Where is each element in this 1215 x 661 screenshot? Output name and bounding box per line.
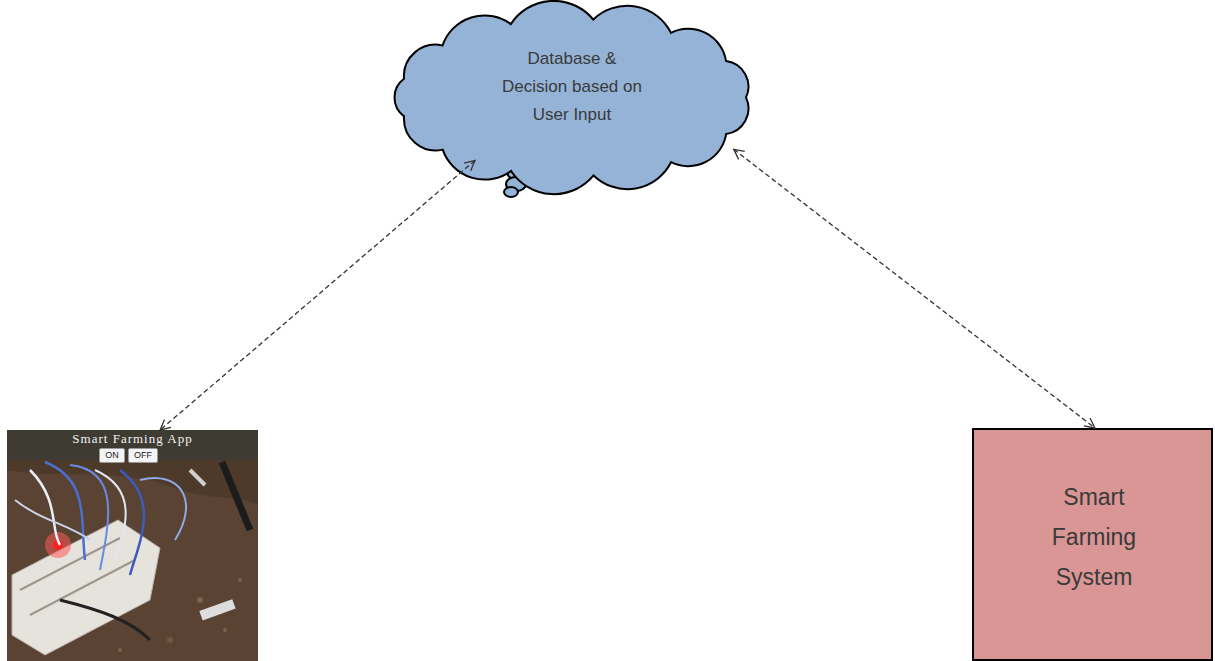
cloud-outline bbox=[395, 1, 749, 194]
app-photo-node: Smart Farming AppONOFF bbox=[7, 430, 258, 661]
thought-bubble bbox=[504, 187, 518, 197]
system-label: Smart Farming System bbox=[1034, 477, 1154, 597]
app-button: ON bbox=[99, 448, 125, 463]
cloud-label: Database & Decision based on User Input bbox=[497, 45, 647, 129]
app-button: OFF bbox=[128, 448, 158, 463]
system-box: Smart Farming System bbox=[972, 428, 1213, 661]
cloud-shape bbox=[385, 5, 760, 190]
app-title: Smart Farming App bbox=[7, 431, 258, 447]
dashed-connector bbox=[734, 149, 1095, 428]
cloud-node: Database & Decision based on User Input bbox=[385, 5, 760, 190]
prototype-photo bbox=[7, 430, 258, 661]
dashed-connector bbox=[160, 160, 475, 430]
